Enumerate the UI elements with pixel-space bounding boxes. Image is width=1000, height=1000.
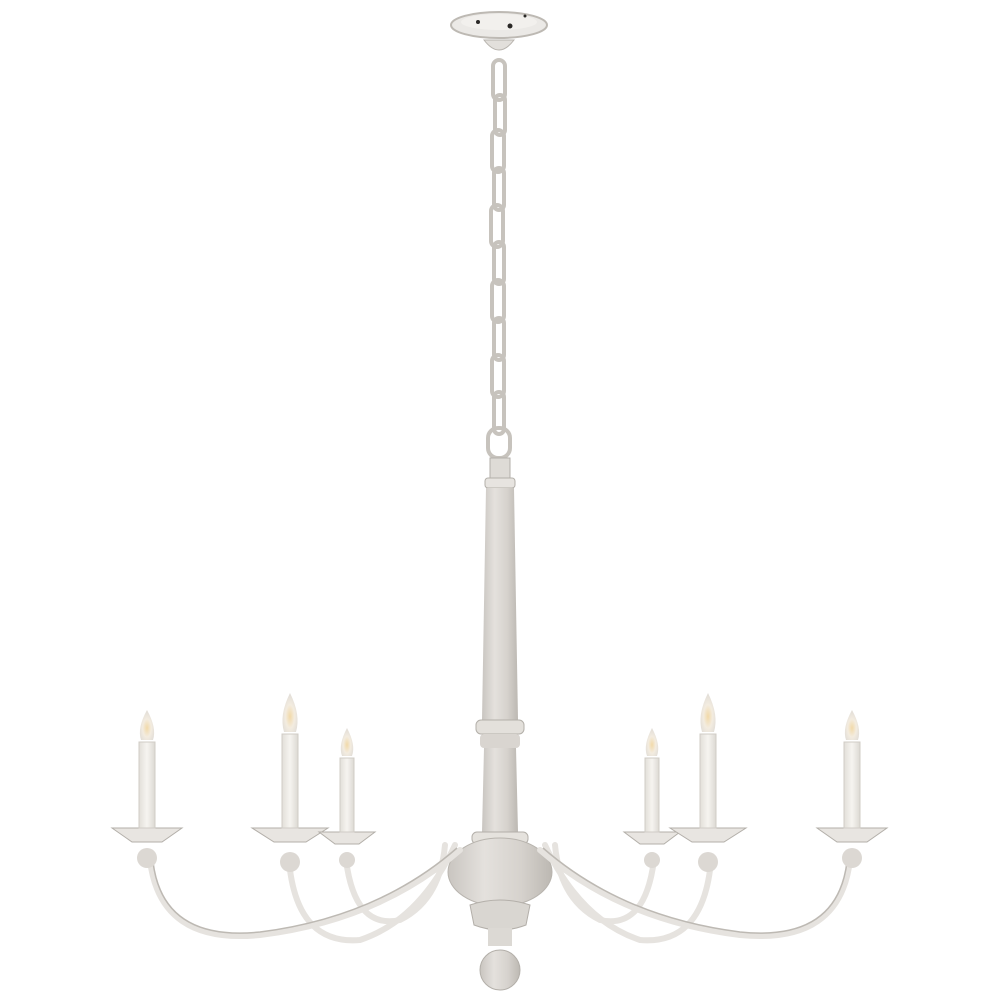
chain (486, 58, 512, 460)
candle-3 (317, 728, 377, 868)
ceiling-canopy (450, 11, 548, 51)
center-column (447, 457, 553, 991)
candle-2 (250, 693, 330, 872)
candle-4 (622, 728, 682, 868)
candle-6 (815, 710, 889, 868)
arms (147, 842, 853, 944)
candle-1 (110, 710, 184, 868)
arm-shadows (152, 847, 848, 934)
candle-5 (668, 693, 748, 872)
